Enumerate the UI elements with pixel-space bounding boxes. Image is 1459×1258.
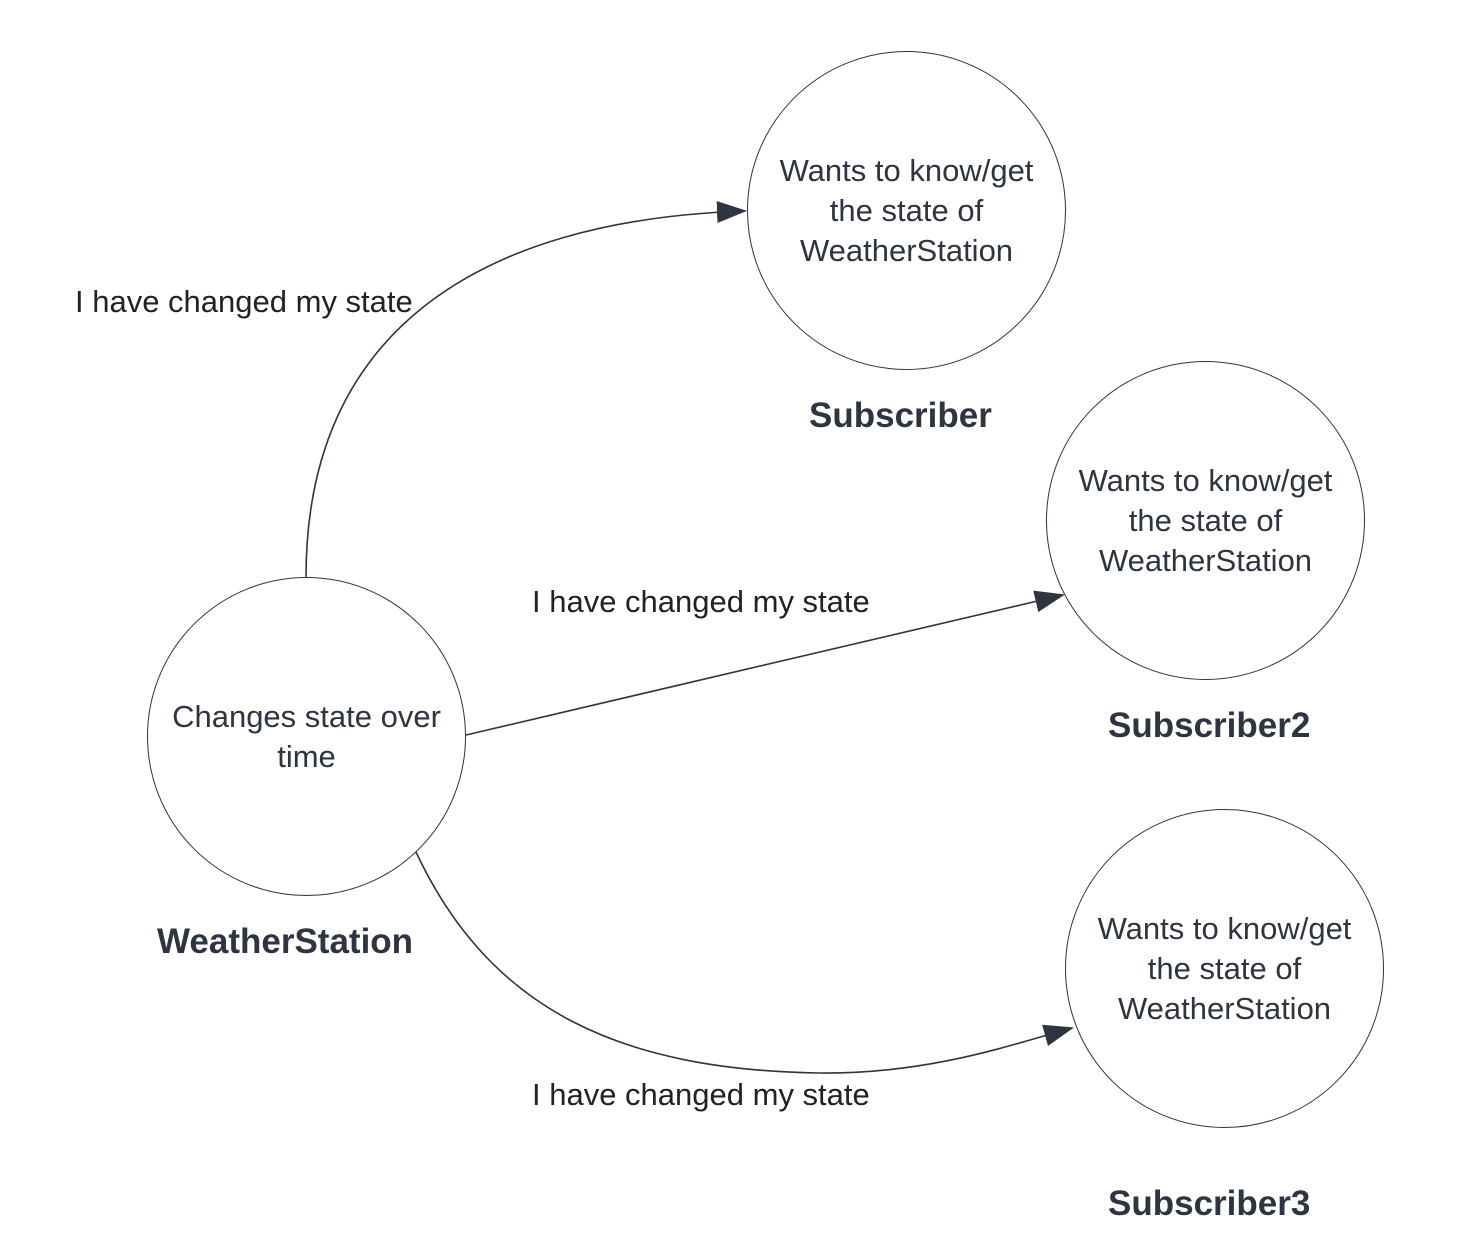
edge-label-subscriber3: I have changed my state: [532, 1077, 870, 1112]
weather-station-description: Changes state over time: [172, 698, 441, 774]
edge-to-subscriber3: [415, 851, 1074, 1074]
edge-to-subscriber: [305, 200, 747, 578]
subscriber2-description: Wants to know/get the state of WeatherSt…: [1078, 462, 1333, 578]
subscriber3-node[interactable]: Wants to know/get the state of WeatherSt…: [1065, 809, 1384, 1128]
edge-label-subscriber: I have changed my state: [75, 284, 413, 319]
edge-to-subscriber2: [465, 590, 1065, 736]
subscriber3-description: Wants to know/get the state of WeatherSt…: [1097, 910, 1352, 1026]
subscriber3-label: Subscriber3: [1108, 1184, 1311, 1223]
weather-station-label: WeatherStation: [157, 922, 414, 961]
subscriber-node[interactable]: Wants to know/get the state of WeatherSt…: [747, 51, 1066, 370]
subscriber-description: Wants to know/get the state of WeatherSt…: [779, 152, 1034, 268]
weather-station-node[interactable]: Changes state over time: [147, 577, 466, 896]
edge-label-subscriber2: I have changed my state: [532, 584, 870, 619]
subscriber2-node[interactable]: Wants to know/get the state of WeatherSt…: [1046, 361, 1365, 680]
subscriber-label: Subscriber: [809, 396, 992, 435]
subscriber2-label: Subscriber2: [1108, 706, 1311, 745]
